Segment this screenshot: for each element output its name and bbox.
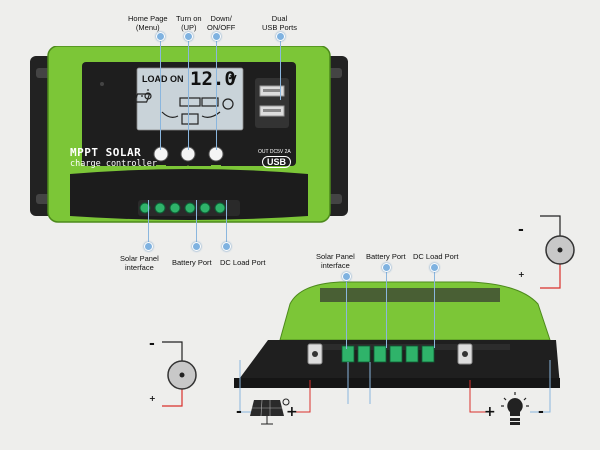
battery-wiring-diagram — [162, 341, 197, 407]
usb-rating-label: OUT DC5V 2A — [258, 149, 291, 155]
sign-minus-left: - — [149, 336, 155, 352]
marker-load — [222, 242, 231, 251]
sign-plus-left: + — [149, 394, 156, 403]
usb-badge: USB — [262, 156, 292, 168]
callout-load: DC Load Port — [220, 258, 266, 267]
controller-front: LOAD ON 12.0 V MPPT SOLAR charge control… — [30, 45, 348, 226]
callout-solar: Solar Panel interface — [120, 254, 159, 272]
marker-load-side — [430, 263, 439, 272]
brand-label: MPPT SOLAR — [70, 146, 142, 159]
marker-solar — [144, 242, 153, 251]
marker-battery — [192, 242, 201, 251]
marker-solar-side — [342, 272, 351, 281]
lcd-unit: V — [230, 74, 237, 85]
sign-plus-top: + — [518, 270, 525, 279]
marker-up — [184, 32, 193, 41]
marker-down — [212, 32, 221, 41]
callout-usb: Dual USB Ports — [262, 14, 298, 32]
callout-load-side: DC Load Port — [413, 252, 459, 261]
controller-front-illustration — [30, 45, 348, 223]
load-wiring-diagram — [540, 215, 575, 289]
sign-plus-solar: + — [286, 404, 298, 420]
callout-down: Down/ ON/OFF — [207, 14, 236, 32]
sign-plus-load: + — [484, 404, 496, 420]
callout-solar-side: Solar Panel interface — [316, 252, 355, 270]
subtitle-label: charge controller — [70, 159, 157, 169]
solar-panel-icon — [250, 398, 290, 425]
callout-home: Home Page (Menu) — [128, 14, 168, 32]
sign-minus-solar: - — [236, 404, 242, 420]
controller-side-illustration — [234, 281, 560, 404]
callout-up: Turn on (UP) — [176, 14, 202, 32]
marker-battery-side — [382, 263, 391, 272]
marker-home — [156, 32, 165, 41]
light-bulb-icon — [501, 392, 529, 425]
callout-battery-side: Battery Port — [366, 252, 406, 261]
callout-battery: Battery Port — [172, 258, 212, 267]
sign-minus-load: - — [538, 404, 544, 420]
bottom-wiring — [239, 360, 551, 413]
lcd-status: LOAD ON — [142, 74, 184, 84]
marker-usb — [276, 32, 285, 41]
lcd-reading: 12.0 — [190, 68, 236, 90]
sign-minus-top: - — [518, 222, 524, 238]
